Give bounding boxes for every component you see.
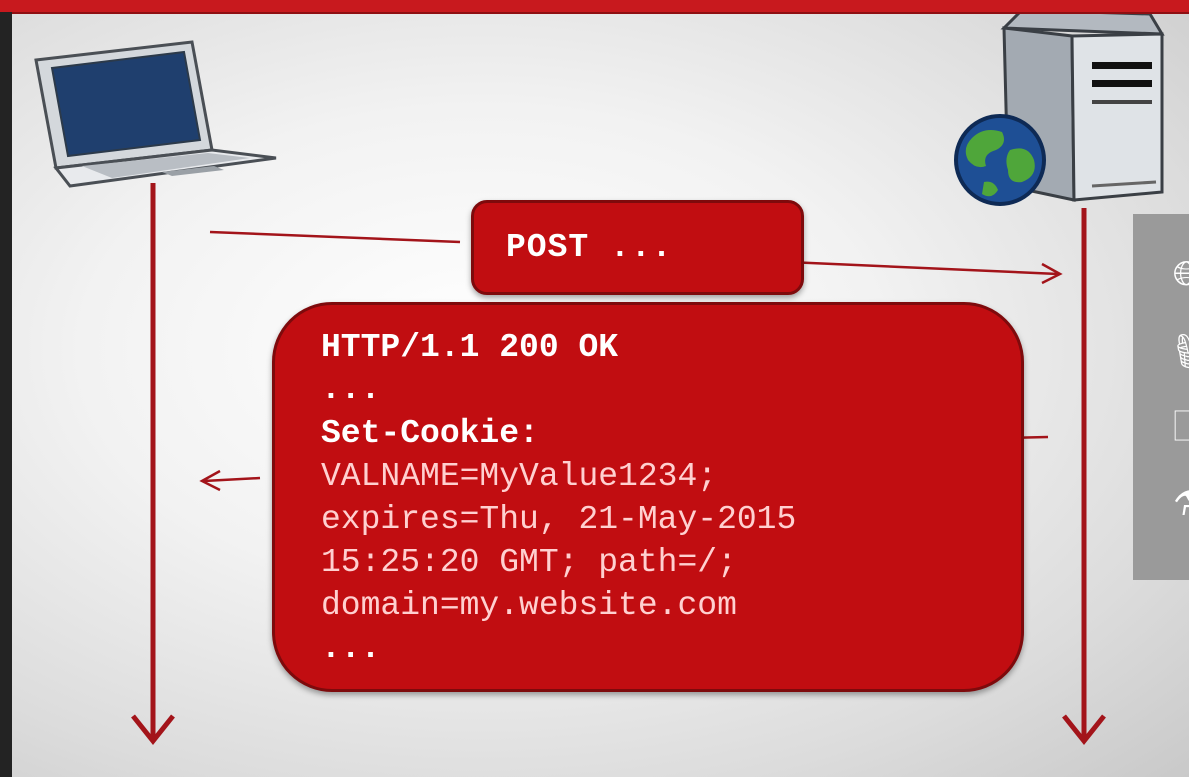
response-arrowhead — [199, 469, 221, 492]
laptop-icon — [34, 40, 277, 188]
request-arrow-end — [787, 260, 1059, 276]
flask-icon[interactable]: ⚗ — [1173, 484, 1189, 524]
response-status-line: HTTP/1.1 200 OK — [321, 329, 619, 366]
basket-icon[interactable]: 🧺︎ — [1173, 334, 1189, 370]
request-label: POST ... — [506, 229, 673, 266]
cookie-expires-line: expires=Thu, 21-May-2015 — [321, 501, 797, 538]
left-dark-edge — [0, 12, 12, 777]
top-accent-bar — [0, 0, 1189, 14]
response-ellipsis-top: ... — [321, 371, 381, 408]
diagram-canvas: POST ... HTTP/1.1 200 OK ... Set-Cookie:… — [12, 0, 1189, 777]
cookie-domain-line: domain=my.website.com — [321, 587, 737, 624]
response-arrow-end — [203, 476, 261, 483]
document-icon[interactable]: 🗋 — [1173, 408, 1189, 448]
diagram-lines — [34, 8, 1165, 746]
server-lifeline-arrowhead — [1062, 714, 1106, 746]
response-bubble: HTTP/1.1 200 OK ... Set-Cookie: VALNAME=… — [272, 302, 1024, 692]
globe-outline-icon[interactable]: 🌐︎ — [1173, 254, 1189, 294]
globe-icon — [954, 114, 1046, 206]
request-arrow-start — [209, 230, 461, 244]
set-cookie-header: Set-Cookie: — [321, 415, 539, 452]
side-toolbar: 🌐︎ 🧺︎ 🗋 ⚗ — [1133, 214, 1189, 580]
cookie-value-line: VALNAME=MyValue1234; — [321, 458, 718, 495]
request-arrowhead — [1041, 262, 1063, 285]
response-ellipsis-bottom: ... — [321, 630, 381, 667]
request-bubble: POST ... — [471, 200, 804, 295]
cookie-time-path-line: 15:25:20 GMT; path=/; — [321, 544, 737, 581]
client-lifeline-arrowhead — [131, 714, 175, 746]
